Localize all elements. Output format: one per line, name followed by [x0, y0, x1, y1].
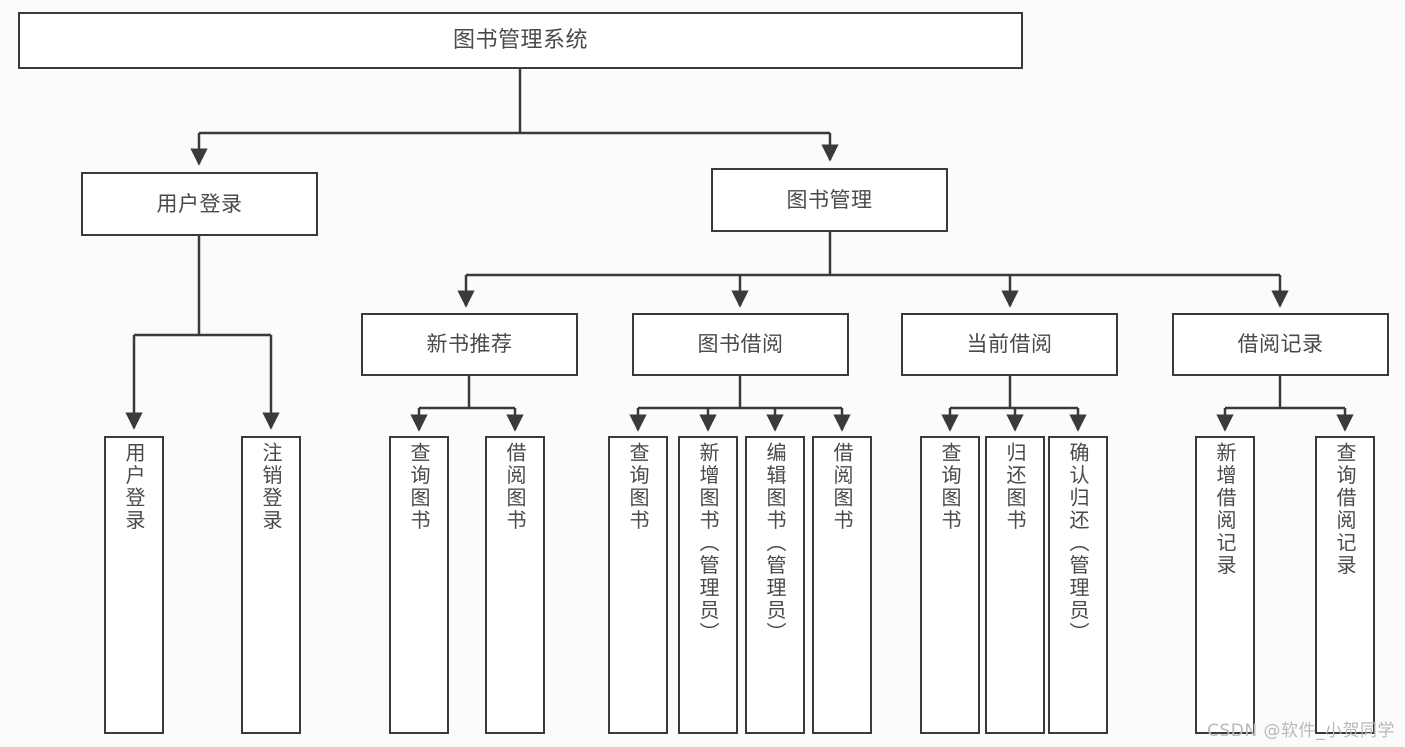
leaf-user-login-logout[interactable]: 注销登录: [241, 436, 301, 734]
leaf-current-return-book[interactable]: 归还图书: [985, 436, 1045, 734]
node-label: 用户登录: [122, 442, 146, 532]
node-root-system[interactable]: 图书管理系统: [18, 12, 1023, 69]
node-label: 借阅图书: [830, 442, 854, 532]
node-label: 图书管理: [786, 187, 873, 212]
watermark: CSDN @软件_小贺同学: [1207, 721, 1395, 741]
node-label: 借阅记录: [1237, 332, 1324, 357]
node-label: 确认归还（管理员）: [1066, 442, 1090, 645]
node-label: 新增借阅记录: [1213, 442, 1237, 577]
leaf-borrow-add-book-admin[interactable]: 新增图书（管理员）: [678, 436, 738, 734]
node-label: 当前借阅: [966, 332, 1053, 357]
leaf-user-login-login[interactable]: 用户登录: [104, 436, 164, 734]
leaf-current-confirm-return-admin[interactable]: 确认归还（管理员）: [1048, 436, 1108, 734]
node-label: 查询图书: [407, 442, 431, 532]
node-label: 图书管理系统: [452, 27, 588, 53]
node-book-management[interactable]: 图书管理: [711, 168, 948, 232]
node-label: 借阅图书: [503, 442, 527, 532]
node-label: 查询图书: [938, 442, 962, 532]
node-borrow-record[interactable]: 借阅记录: [1172, 313, 1389, 376]
leaf-current-query-book[interactable]: 查询图书: [920, 436, 980, 734]
node-new-book-recommend[interactable]: 新书推荐: [361, 313, 578, 376]
node-label: 用户登录: [156, 191, 243, 216]
leaf-borrow-query-book[interactable]: 查询图书: [608, 436, 668, 734]
leaf-record-query-record[interactable]: 查询借阅记录: [1315, 436, 1375, 734]
leaf-recommend-query-book[interactable]: 查询图书: [389, 436, 449, 734]
node-label: 归还图书: [1003, 442, 1027, 532]
leaf-borrow-borrow-book[interactable]: 借阅图书: [812, 436, 872, 734]
leaf-borrow-edit-book-admin[interactable]: 编辑图书（管理员）: [745, 436, 805, 734]
node-label: 查询图书: [626, 442, 650, 532]
node-label: 新书推荐: [426, 332, 513, 357]
leaf-recommend-borrow-book[interactable]: 借阅图书: [485, 436, 545, 734]
node-user-login[interactable]: 用户登录: [81, 172, 318, 236]
node-label: 图书借阅: [697, 332, 784, 357]
node-current-borrow[interactable]: 当前借阅: [901, 313, 1118, 376]
node-label: 查询借阅记录: [1333, 442, 1357, 577]
node-label: 注销登录: [259, 442, 283, 532]
node-label: 编辑图书（管理员）: [763, 442, 787, 645]
node-book-borrow[interactable]: 图书借阅: [632, 313, 849, 376]
leaf-record-add-record[interactable]: 新增借阅记录: [1195, 436, 1255, 734]
node-label: 新增图书（管理员）: [696, 442, 720, 645]
